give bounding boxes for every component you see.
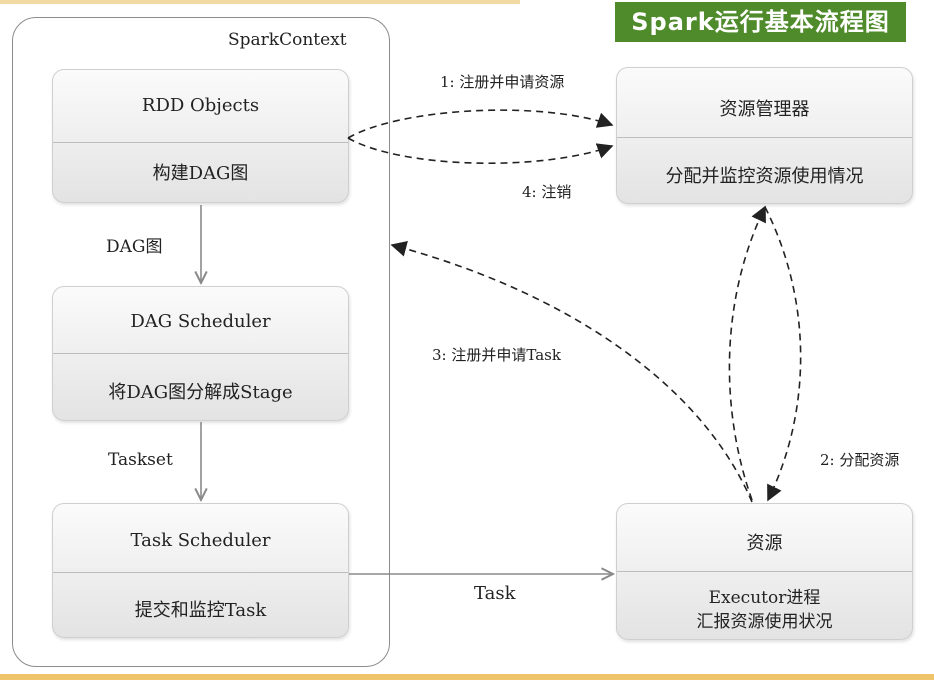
arrow-step2-allocate-b: [764, 206, 802, 502]
resource-divider: [617, 571, 912, 572]
rdd-objects-sub: 构建DAG图: [152, 163, 249, 184]
rdd-objects-box: RDD Objects 构建DAG图: [52, 69, 349, 203]
resource-manager-sub: 分配并监控资源使用情况: [665, 166, 864, 187]
edge-label-dag-graph: DAG图: [106, 237, 163, 257]
resource-manager-divider: [617, 137, 912, 138]
spark-context-label: SparkContext: [228, 30, 347, 50]
resource-manager-box: 资源管理器 分配并监控资源使用情况: [616, 67, 913, 204]
arrow-step3-register-task: [390, 241, 753, 503]
dag-scheduler-title: DAG Scheduler: [130, 311, 271, 332]
task-box-divider: [53, 572, 348, 573]
diagram-title: Spark运行基本流程图: [615, 2, 906, 42]
arrow-step2-allocate-a: [728, 205, 766, 501]
task-scheduler-title: Task Scheduler: [130, 530, 271, 551]
resource-box: 资源 Executor进程 汇报资源使用状况: [616, 503, 913, 640]
rdd-box-divider: [53, 142, 348, 143]
bottom-accent-strip: [0, 674, 934, 680]
edge-label-step3: 3: 注册并申请Task: [432, 346, 561, 364]
task-scheduler-box: Task Scheduler 提交和监控Task: [52, 503, 349, 638]
resource-title: 资源: [746, 533, 783, 554]
task-scheduler-sub: 提交和监控Task: [134, 600, 267, 621]
resource-usage-report-label: 汇报资源使用状况: [696, 612, 833, 632]
dag-box-divider: [53, 353, 348, 354]
edge-label-step1: 1: 注册并申请资源: [440, 73, 565, 91]
rdd-objects-title: RDD Objects: [141, 95, 260, 116]
top-accent-strip: [0, 0, 520, 4]
spark-context-container: [12, 17, 390, 667]
arrow-step4-deregister: [347, 137, 614, 164]
dag-scheduler-box: DAG Scheduler 将DAG图分解成Stage: [52, 286, 349, 421]
dag-scheduler-sub: 将DAG图分解成Stage: [108, 382, 293, 403]
edge-label-task: Task: [474, 583, 516, 604]
edge-label-step2: 2: 分配资源: [820, 451, 900, 469]
edge-label-taskset: Taskset: [108, 450, 173, 470]
resource-manager-title: 资源管理器: [719, 99, 810, 120]
edge-label-step4: 4: 注销: [522, 183, 572, 201]
executor-process-label: Executor进程: [708, 588, 821, 608]
arrow-step1-register: [347, 109, 614, 139]
